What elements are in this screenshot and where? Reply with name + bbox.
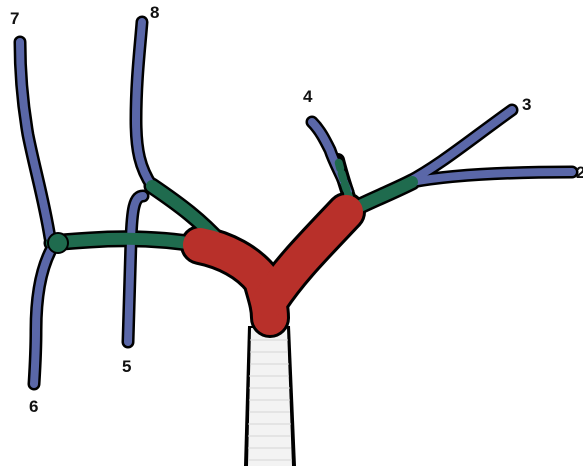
label-8: 8 [150, 3, 159, 22]
label-6: 6 [29, 397, 38, 416]
node-labels: 2 3 4 5 6 7 8 [10, 3, 583, 416]
label-3: 3 [522, 95, 531, 114]
node-left-junction [48, 233, 68, 253]
label-4: 4 [303, 87, 313, 106]
label-7: 7 [10, 9, 19, 28]
trunk [244, 326, 296, 466]
branch-outlines [20, 22, 572, 384]
terminal-segments [20, 22, 572, 384]
label-5: 5 [122, 357, 131, 376]
trunk-body [248, 328, 292, 466]
segment-left-mid [52, 239, 200, 245]
label-2: 2 [576, 163, 583, 182]
